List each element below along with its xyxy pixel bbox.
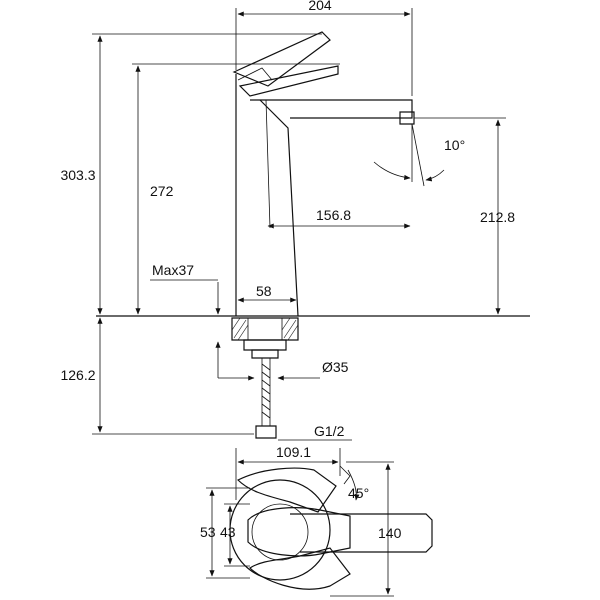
label-handle-height: 272 bbox=[150, 183, 174, 199]
dim-handle-rotation: 45° bbox=[339, 465, 369, 501]
dim-top-view-left: 53 43 bbox=[200, 487, 250, 579]
flexible-hose bbox=[261, 358, 271, 426]
top-view-handle-rotated-up bbox=[236, 467, 337, 513]
body-inner-line bbox=[265, 99, 271, 229]
dim-top-view-reach: 109.1 bbox=[235, 444, 341, 500]
label-top-view-dim-b: 43 bbox=[220, 524, 236, 540]
label-overall-reach: 204 bbox=[308, 0, 332, 13]
dim-total-height: 303.3 bbox=[60, 33, 322, 315]
label-body-width: 58 bbox=[256, 283, 272, 299]
below-deck-assembly bbox=[231, 317, 299, 439]
top-view-body-circle bbox=[229, 479, 331, 581]
dim-hole-diameter: Ø35 bbox=[218, 359, 349, 381]
faucet-side-view bbox=[232, 31, 415, 317]
label-total-height: 303.3 bbox=[60, 167, 95, 183]
dim-max-deck: Max37 bbox=[150, 262, 221, 378]
label-top-view-reach: 109.1 bbox=[276, 444, 311, 460]
mounting-nut bbox=[231, 317, 299, 341]
nut-hatching bbox=[231, 317, 299, 341]
faucet-body bbox=[235, 74, 299, 317]
lever-handle-lower bbox=[238, 65, 339, 97]
label-handle-rotation: 45° bbox=[348, 485, 369, 501]
label-spout-height: 212.8 bbox=[480, 209, 515, 225]
label-top-view-depth: 140 bbox=[378, 525, 402, 541]
faucet-spout bbox=[250, 99, 413, 119]
label-connection-thread: G1/2 bbox=[314, 423, 345, 439]
top-view-handle-rotated-down bbox=[249, 547, 351, 590]
label-below-deck: 126.2 bbox=[60, 367, 95, 383]
label-spout-angle: 10° bbox=[444, 137, 465, 153]
handle-joint bbox=[237, 67, 273, 81]
dim-below-deck: 126.2 bbox=[60, 317, 254, 435]
dim-spout-height: 212.8 bbox=[414, 117, 515, 315]
faucet-top-view bbox=[229, 467, 433, 590]
dim-spout-reach: 156.8 bbox=[267, 207, 411, 229]
top-view-handle bbox=[247, 507, 351, 557]
threaded-shank bbox=[243, 339, 287, 351]
label-hole-diameter: Ø35 bbox=[322, 359, 349, 375]
lever-handle bbox=[232, 31, 331, 87]
dim-handle-height: 272 bbox=[132, 63, 340, 315]
dim-top-view-depth: 140 bbox=[330, 461, 402, 597]
label-max-deck: Max37 bbox=[152, 262, 194, 278]
dim-overall-reach: 204 bbox=[235, 0, 413, 96]
label-top-view-dim-a: 53 bbox=[200, 524, 216, 540]
dim-body-width: 58 bbox=[237, 283, 297, 303]
spout-aerator bbox=[399, 111, 415, 125]
dim-connection-thread: G1/2 bbox=[278, 423, 352, 441]
dim-spout-angle: 10° bbox=[373, 123, 465, 187]
label-spout-reach: 156.8 bbox=[316, 207, 351, 223]
top-view-spout bbox=[290, 513, 433, 553]
hose-connector bbox=[255, 425, 277, 439]
